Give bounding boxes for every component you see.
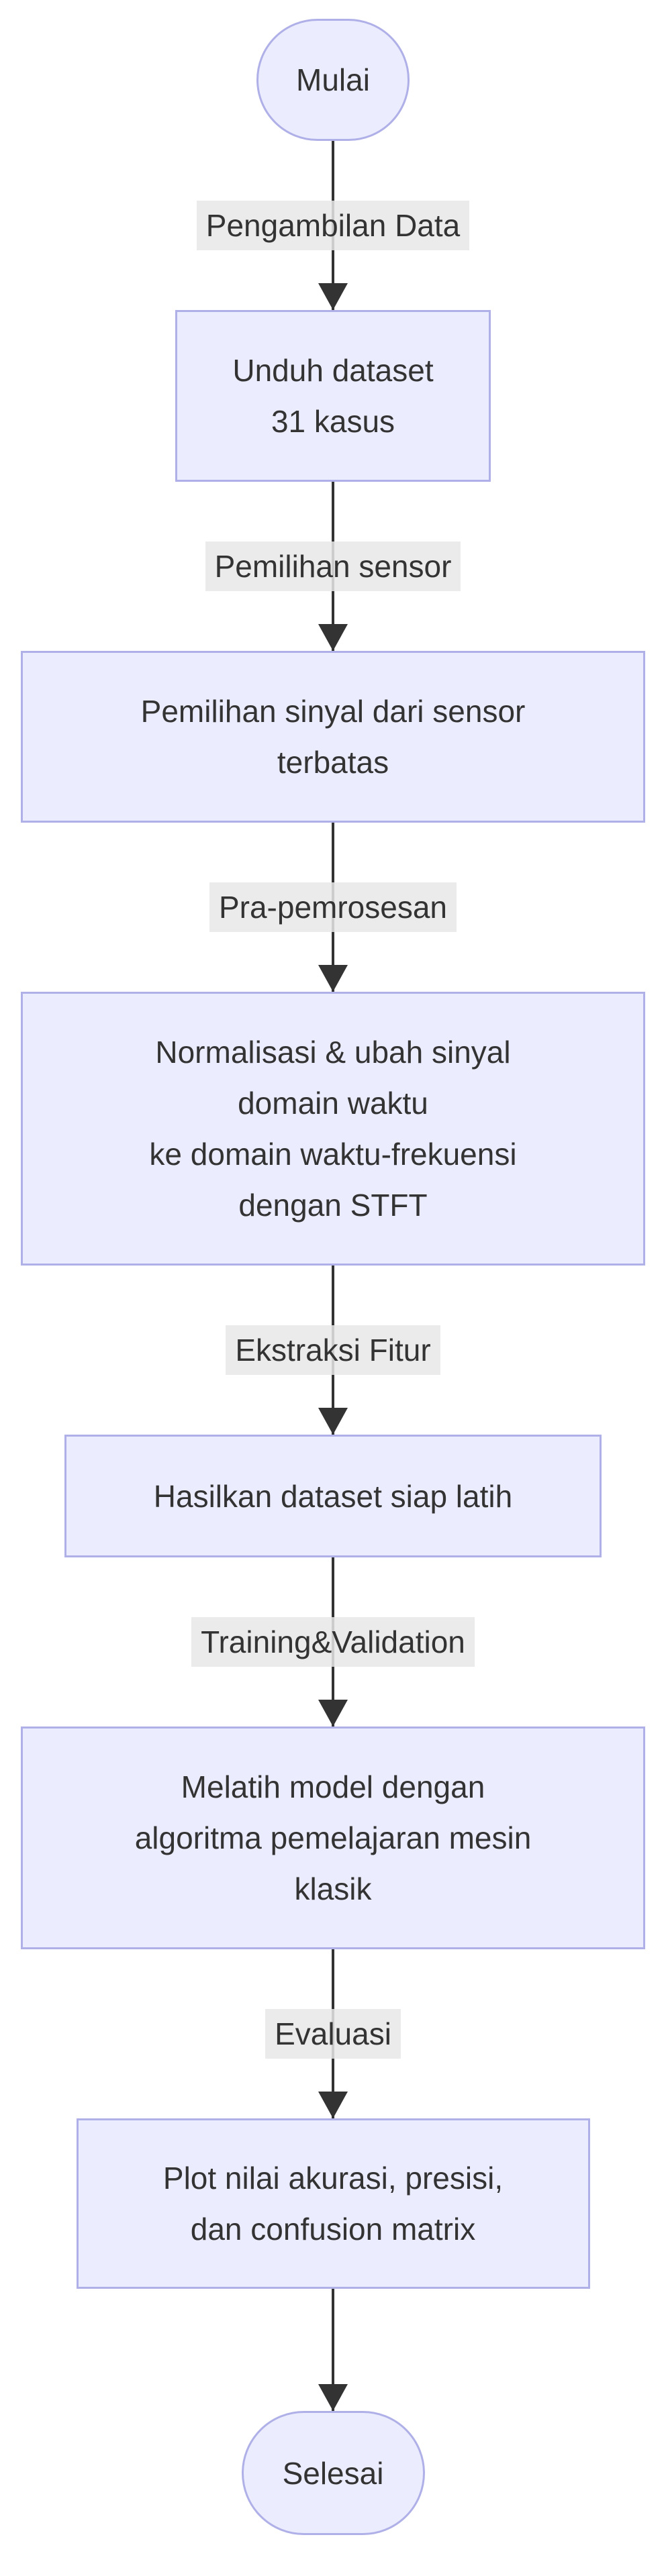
arrowhead-down-icon: [318, 283, 348, 310]
edge-evaluasi: Evaluasi: [0, 1949, 666, 2118]
node-melatih-model: Melatih model dengan algoritma pemelajar…: [21, 1727, 645, 1949]
edge-pemilihan-sensor: Pemilihan sensor: [0, 482, 666, 651]
edge-pra-pemrosesan: Pra-pemrosesan: [0, 823, 666, 992]
node-label-line: ke domain waktu-frekuensi: [149, 1137, 517, 1172]
node-label-line: dan confusion matrix: [190, 2212, 476, 2247]
edge-label: Training&Validation: [191, 1617, 475, 1667]
node-start-mulai: Mulai: [256, 19, 410, 141]
node-end-label: Selesai: [282, 2455, 384, 2491]
arrowhead-down-icon: [318, 965, 348, 992]
edge-label: Pemilihan sensor: [205, 542, 461, 591]
arrowhead-down-icon: [318, 1408, 348, 1435]
edge-training-validation: Training&Validation: [0, 1557, 666, 1727]
edge-label: Ekstraksi Fitur: [226, 1325, 440, 1375]
node-label-line: Hasilkan dataset siap latih: [153, 1478, 513, 1514]
arrowhead-down-icon: [318, 2092, 348, 2118]
arrowhead-down-icon: [318, 2384, 348, 2411]
node-label-line: domain waktu: [238, 1086, 428, 1121]
edge-label: Pengambilan Data: [196, 201, 470, 250]
node-label-line: Normalisasi & ubah sinyal: [155, 1035, 511, 1070]
node-label-line: algoritma pemelajaran mesin: [134, 1820, 532, 1855]
node-label-line: Plot nilai akurasi, presisi,: [162, 2161, 504, 2196]
node-end-selesai: Selesai: [241, 2411, 425, 2535]
node-label-line: dengan STFT: [238, 1188, 428, 1223]
node-plot-nilai: Plot nilai akurasi, presisi, dan confusi…: [76, 2118, 590, 2289]
node-start-label: Mulai: [296, 62, 370, 97]
node-label-line: terbatas: [277, 745, 389, 780]
arrowhead-down-icon: [318, 1700, 348, 1727]
edge-pengambilan-data: Pengambilan Data: [0, 141, 666, 310]
node-pemilihan-sinyal: Pemilihan sinyal dari sensor terbatas: [21, 651, 645, 823]
node-label-line: 31 kasus: [271, 404, 395, 439]
edge-final: [0, 2289, 666, 2411]
node-hasilkan-dataset: Hasilkan dataset siap latih: [64, 1435, 602, 1557]
node-label-line: Unduh dataset: [232, 353, 434, 388]
edge-ekstraksi-fitur: Ekstraksi Fitur: [0, 1266, 666, 1435]
node-label-line: klasik: [294, 1871, 372, 1906]
node-normalisasi-stft: Normalisasi & ubah sinyal domain waktu k…: [21, 992, 645, 1266]
arrowhead-down-icon: [318, 624, 348, 651]
node-unduh-dataset: Unduh dataset 31 kasus: [175, 310, 491, 482]
edge-label: Pra-pemrosesan: [209, 882, 457, 932]
node-label-line: Melatih model dengan: [181, 1769, 485, 1804]
edge-label: Evaluasi: [265, 2009, 401, 2059]
edge-line: [332, 2289, 334, 2411]
node-label-line: Pemilihan sinyal dari sensor: [140, 694, 526, 729]
